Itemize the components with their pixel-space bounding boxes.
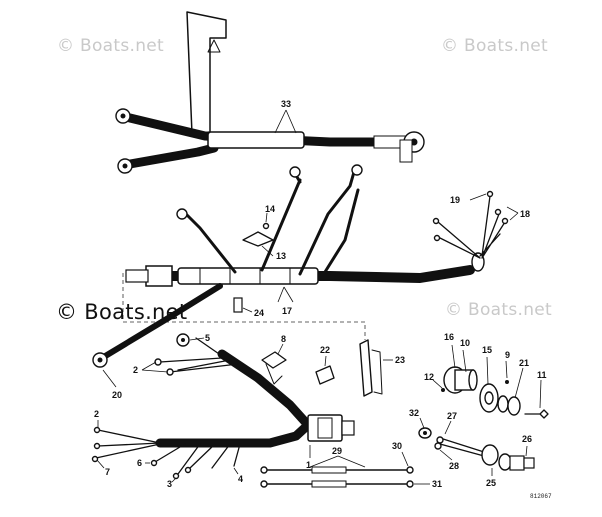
callout-1: 1 bbox=[306, 460, 311, 470]
callout-29: 29 bbox=[332, 446, 342, 456]
callout-21: 21 bbox=[519, 358, 529, 368]
main-harness-upper: 17 bbox=[125, 164, 475, 316]
callout-15: 15 bbox=[482, 345, 492, 355]
ignition-switch-group: 16 10 15 9 21 11 12 bbox=[424, 332, 549, 419]
callout-20: 20 bbox=[112, 390, 122, 400]
callout-19: 19 bbox=[450, 195, 460, 205]
callout-23: 23 bbox=[395, 355, 405, 365]
watermark-top-left: © Boats.net bbox=[57, 36, 165, 56]
fan-leads-18-19: 18 19 bbox=[432, 190, 530, 272]
callout-32: 32 bbox=[409, 408, 419, 418]
callout-13: 13 bbox=[276, 251, 286, 261]
callout-24: 24 bbox=[254, 308, 264, 318]
ground-cable-20: 20 bbox=[92, 283, 223, 400]
watermark-top-right: © Boats.net bbox=[441, 36, 549, 56]
watermark-middle-left: © Boats.net bbox=[56, 300, 188, 324]
callout-4: 4 bbox=[238, 474, 243, 484]
callout-22: 22 bbox=[320, 345, 330, 355]
callout-14: 14 bbox=[265, 204, 275, 214]
clip-22: 22 bbox=[315, 345, 335, 385]
battery-cable-assembly: 33 bbox=[115, 11, 425, 174]
callout-33: 33 bbox=[281, 99, 291, 109]
callout-30: 30 bbox=[392, 441, 402, 451]
callout-18: 18 bbox=[520, 209, 530, 219]
callout-28: 28 bbox=[449, 461, 459, 471]
callout-25: 25 bbox=[486, 478, 496, 488]
callout-8: 8 bbox=[281, 334, 286, 344]
bracket-23: 23 bbox=[359, 339, 405, 397]
callout-26: 26 bbox=[522, 434, 532, 444]
callout-10: 10 bbox=[460, 338, 470, 348]
callout-5: 5 bbox=[205, 333, 210, 343]
watermark-middle-right: © Boats.net bbox=[445, 300, 553, 320]
harness-bracket-line bbox=[122, 273, 366, 340]
clip-13-screw-14: 14 13 bbox=[242, 204, 286, 261]
callout-17: 17 bbox=[282, 306, 292, 316]
callout-11: 11 bbox=[537, 370, 547, 380]
callout-3: 3 bbox=[167, 479, 172, 489]
key-switch-group: 32 27 28 26 25 bbox=[409, 408, 535, 488]
main-harness-lower: 1 bbox=[91, 333, 355, 480]
callout-2-lower: 2 bbox=[94, 409, 99, 419]
drawing-code: 812067 bbox=[530, 493, 552, 500]
callout-9: 9 bbox=[505, 350, 510, 360]
callout-27: 27 bbox=[447, 411, 457, 421]
connector-8: 8 bbox=[261, 334, 287, 385]
callout-2-upper: 2 bbox=[133, 365, 138, 375]
leads-29-30-31: 29 30 31 bbox=[260, 441, 442, 489]
callout-31: 31 bbox=[432, 479, 442, 489]
callout-16: 16 bbox=[444, 332, 454, 342]
callout-6: 6 bbox=[137, 458, 142, 468]
callout-7: 7 bbox=[105, 467, 110, 477]
callout-12: 12 bbox=[424, 372, 434, 382]
tie-strap-24: 24 bbox=[233, 297, 264, 318]
